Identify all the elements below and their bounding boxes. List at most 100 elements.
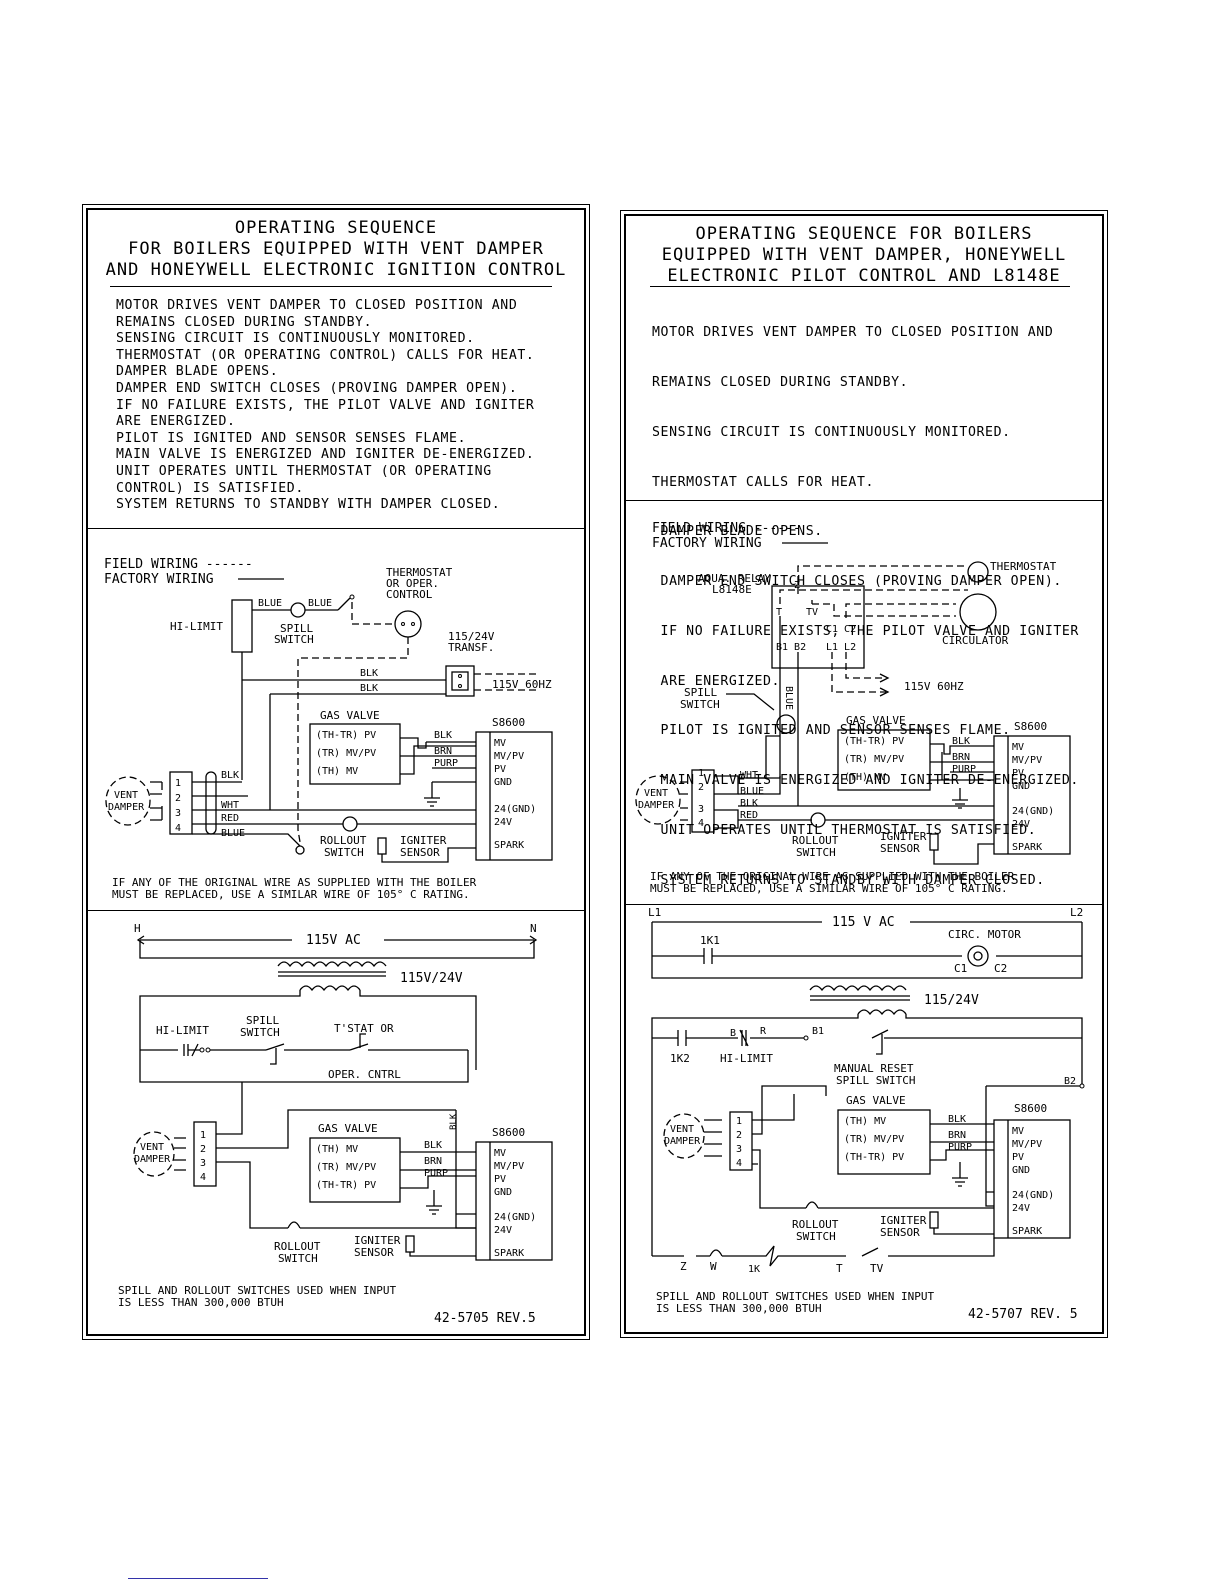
s8600-term: 24(GND)	[1012, 1190, 1054, 1201]
seq-line: IF NO FAILURE EXISTS, THE PILOT VALVE AN…	[116, 397, 535, 413]
thermostat-label: THERMOSTAT	[386, 566, 453, 579]
damper-label: DAMPER	[638, 800, 675, 811]
seq-line: DAMPER END SWITCH CLOSES (PROVING DAMPER…	[116, 380, 518, 396]
pin-label: 2	[736, 1130, 742, 1141]
s8600-term: GND	[1012, 781, 1030, 792]
blk-label: BLK	[221, 770, 239, 781]
vent-label: VENT	[140, 1142, 164, 1153]
pin-label: 4	[200, 1172, 206, 1183]
footer-link-line	[128, 1578, 268, 1579]
s8600-term: 24V	[494, 817, 512, 828]
w-label: W	[710, 1260, 717, 1273]
blk-label: BLK	[740, 798, 758, 809]
seq-line: MAIN VALVE IS ENERGIZED AND IGNITER DE-E…	[116, 447, 535, 463]
seq-line: PILOT IS IGNITED AND SENSOR SENSES FLAME…	[652, 723, 1011, 739]
pin-label: 3	[175, 808, 181, 819]
gv-term: (TH) MV	[844, 1116, 886, 1127]
relay-term: TV	[806, 607, 818, 618]
s8600-term: 24(GND)	[494, 1212, 536, 1223]
damper-label: DAMPER	[664, 1136, 701, 1147]
right-sequence: MOTOR DRIVES VENT DAMPER TO CLOSED POSIT…	[652, 292, 1079, 923]
b2-label: B2	[1064, 1076, 1076, 1087]
h-label: H	[134, 922, 141, 935]
hi-limit-box	[231, 599, 253, 653]
pin-label: 4	[698, 818, 704, 829]
tv-label: TV	[870, 1262, 884, 1275]
gas-valve-label: GAS VALVE	[846, 714, 906, 727]
gv-term: (TR) MV/PV	[316, 1162, 376, 1173]
pin-label: 1	[200, 1130, 206, 1141]
ac-label: 115 V AC	[832, 915, 895, 930]
right-wiring-diagram: FIELD WIRING ------ FACTORY WIRING AQUA.…	[635, 521, 1085, 1322]
gv-term: (TR) MV/PV	[316, 748, 376, 759]
b-label: B	[730, 1028, 736, 1039]
seq-line: MOTOR DRIVES VENT DAMPER TO CLOSED POSIT…	[652, 325, 1054, 341]
pin-label: 1	[736, 1116, 742, 1127]
switch-label: SWITCH	[274, 633, 314, 646]
pin-label: 1	[698, 768, 704, 779]
blk-label: BLK	[360, 668, 378, 679]
rollout-label: ROLLOUT	[274, 1240, 321, 1253]
gas-valve-label: GAS VALVE	[320, 709, 380, 722]
vent-damper-symbol	[635, 775, 681, 825]
damper-plug	[691, 769, 715, 833]
switch-label: SWITCH	[324, 846, 364, 859]
s8600-term: GND	[494, 1187, 512, 1198]
factory-wiring-legend: FACTORY WIRING	[652, 536, 762, 551]
pin-label: 4	[175, 823, 181, 834]
btuh-note: IS LESS THAN 300,000 BTUH	[118, 1296, 284, 1309]
l8148e-label: L8148E	[712, 583, 752, 596]
blue-vertical-label: BLUE	[783, 686, 794, 710]
switch-label: SWITCH	[680, 698, 720, 711]
brn-label: BRN	[948, 1130, 966, 1141]
factory-wiring-legend: FACTORY WIRING	[104, 572, 214, 587]
purp-label: PURP	[424, 1168, 448, 1179]
left-title-line-3: AND HONEYWELL ELECTRONIC IGNITION CONTRO…	[105, 260, 567, 280]
pin-label: 2	[175, 793, 181, 804]
k2-label: 1K2	[670, 1052, 690, 1065]
vent-label: VENT	[644, 788, 668, 799]
btuh-note: SPILL AND ROLLOUT SWITCHES USED WHEN INP…	[118, 1284, 397, 1297]
wht-label: WHT	[740, 770, 758, 781]
blk-label: BLK	[952, 736, 970, 747]
left-title-line-2: FOR BOILERS EQUIPPED WITH VENT DAMPER	[128, 239, 544, 259]
sensor-label: SENSOR	[880, 842, 920, 855]
seq-line: THERMOSTAT (OR OPERATING CONTROL) CALLS …	[116, 347, 535, 363]
left-title: OPERATING SEQUENCE FOR BOILERS EQUIPPED …	[88, 218, 584, 281]
seq-line: UNIT OPERATES UNTIL THERMOSTAT (OR OPERA…	[116, 463, 492, 479]
tstat-label: T'STAT OR	[334, 1022, 394, 1035]
hi-limit-label: HI-LIMIT	[170, 620, 223, 633]
gv-term: (TH-TR) PV	[844, 1152, 904, 1163]
btuh-note: IS LESS THAN 300,000 BTUH	[656, 1302, 822, 1315]
gv-term: (TR) MV/PV	[844, 1134, 904, 1145]
seq-line: MAIN VALVE IS ENERGIZED AND IGNITER DE-E…	[652, 773, 1079, 789]
s8600-term: PV	[1012, 768, 1024, 779]
purp-label: PURP	[948, 1142, 972, 1153]
gv-term: (TR) MV/PV	[844, 754, 904, 765]
s8600-term: PV	[494, 764, 506, 775]
blk-label: BLK	[424, 1140, 442, 1151]
pin-label: 3	[736, 1144, 742, 1155]
s8600-box	[475, 731, 553, 861]
rollout-switch-symbol	[342, 816, 358, 832]
aqua-relay-label: AQUA. RELAY	[698, 572, 771, 585]
s8600-box	[993, 1119, 1071, 1239]
part-number: 42-5705 REV.5	[434, 1311, 536, 1326]
ac-label: 115V AC	[306, 933, 361, 948]
red-label: RED	[740, 810, 758, 821]
right-divider-2	[626, 904, 1102, 905]
damper-label: DAMPER	[108, 802, 145, 813]
seq-line: THERMOSTAT CALLS FOR HEAT.	[652, 474, 875, 490]
brn-label: BRN	[424, 1156, 442, 1167]
relay-term: L1 L2	[826, 642, 856, 653]
thermostat-symbol	[967, 561, 989, 583]
left-wiring-diagram: FIELD WIRING ------ FACTORY WIRING HI-LI…	[104, 557, 553, 1326]
s8600-term: GND	[1012, 1165, 1030, 1176]
control-label: CONTROL	[386, 588, 433, 601]
seq-line: UNIT OPERATES UNTIL THERMOSTAT IS SATISF…	[652, 823, 1037, 838]
s8600-term: PV	[1012, 1152, 1024, 1163]
r-label: R	[760, 1026, 767, 1037]
spill-label: SPILL	[684, 686, 717, 699]
part-number: 42-5707 REV. 5	[968, 1307, 1078, 1322]
c1-label: C1	[954, 962, 967, 975]
